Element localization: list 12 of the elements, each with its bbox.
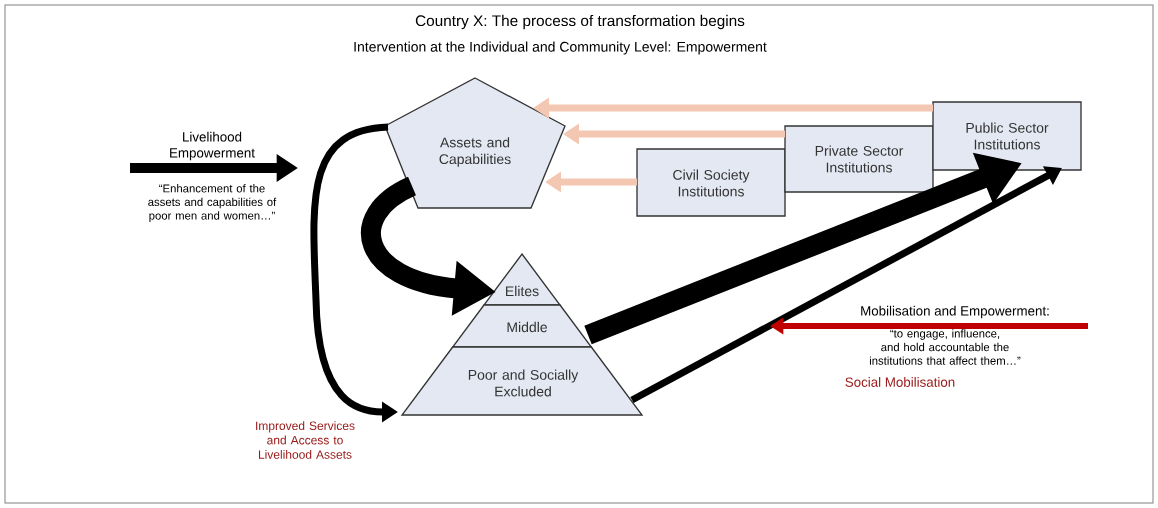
subtitle: Intervention at the Individual and Community Level: Empowerment: [354, 41, 767, 55]
pentagon-node: Assets and Capabilities: [384, 77, 566, 209]
flow-label: Livelihood Empowerment: [170, 131, 255, 161]
quote-text: “Enhancement of the assets and capabilities of poor men and women…”: [148, 184, 277, 222]
title: Country X: The process of transformation begins: [415, 14, 745, 30]
outcome-label: Social Mobilisation: [845, 377, 955, 387]
flow-label: Mobilisation and Empowerment:: [861, 305, 1049, 319]
institution-box: Civil Society Institutions: [636, 148, 786, 217]
outcome-label: Improved Services and Access to Livelihood Assets: [256, 421, 355, 459]
quote-text: “to engage, influence, and hold accountable the institutions that affect them…”: [869, 329, 1021, 365]
institution-box: Private Sector Institutions: [784, 125, 934, 193]
institution-box: Public Sector Institutions: [932, 101, 1082, 171]
